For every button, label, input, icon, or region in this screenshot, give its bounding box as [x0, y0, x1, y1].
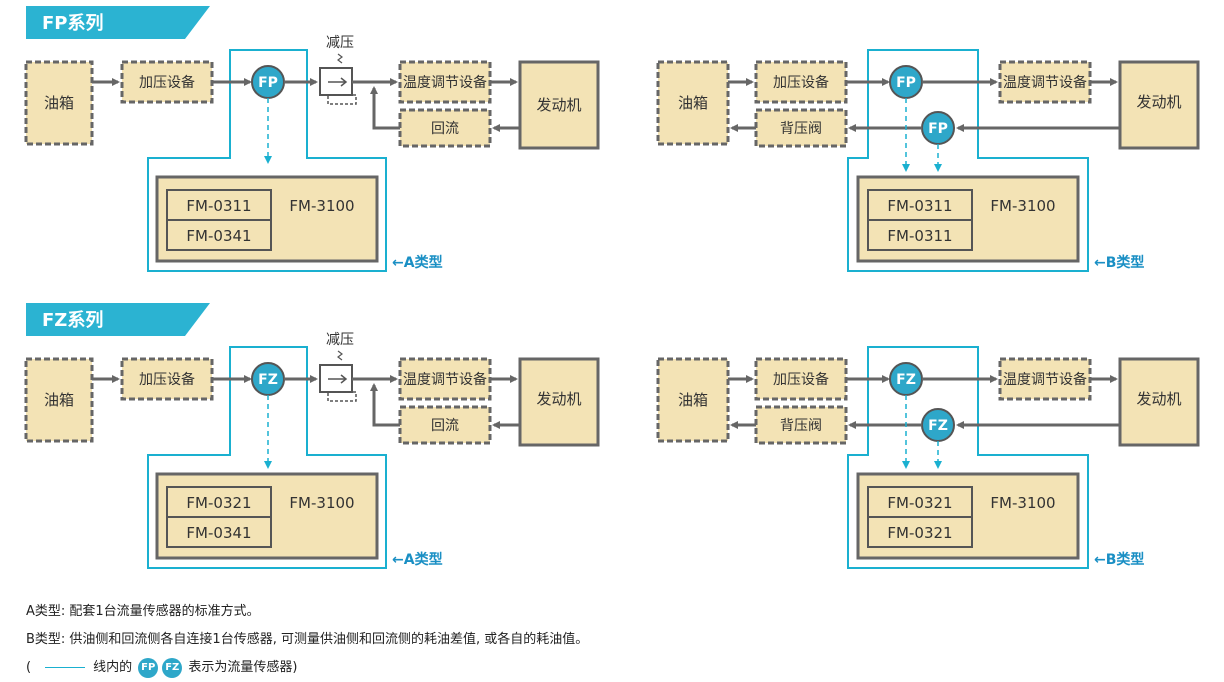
- engine-label: 发动机: [536, 96, 581, 114]
- oil-tank-box: [656, 60, 730, 146]
- temp-unit-label: 温度调节设备: [403, 74, 487, 91]
- sensor-label: FP: [896, 75, 916, 91]
- banner-fz: FZ系列: [26, 303, 210, 336]
- oil-tank-box: [656, 357, 730, 443]
- oil-tank-label: 油箱: [44, 391, 74, 409]
- engine-box: [1118, 357, 1200, 447]
- fp-type-a: 油箱 加压设备 FP 减压 温度调节设备 发动机 回流: [24, 35, 600, 272]
- sensor-frame: [147, 346, 387, 569]
- sensor-label: FZ: [896, 372, 916, 388]
- banner-title: FZ系列: [42, 310, 103, 331]
- return-label: 回流: [431, 121, 459, 137]
- model-label: FM-0321: [887, 524, 952, 542]
- model-label: FM-0311: [887, 227, 952, 245]
- display-model-label: FM-3100: [289, 494, 354, 512]
- oil-tank-box: [24, 357, 94, 443]
- legend-text-pre: 线内的: [93, 660, 133, 675]
- model-label: FM-0311: [186, 197, 251, 215]
- sensor-frame: [147, 49, 387, 272]
- pressurizer-label: 加压设备: [139, 371, 195, 388]
- type-b-label: ←B类型: [1094, 254, 1144, 271]
- oil-tank-label: 油箱: [44, 94, 74, 112]
- display-model-label: FM-3100: [289, 197, 354, 215]
- type-b-label: ←B类型: [1094, 551, 1144, 568]
- model-label: FM-0321: [887, 494, 952, 512]
- model-label: FM-0311: [887, 197, 952, 215]
- sensor-label: FP: [258, 75, 278, 91]
- model-cell: [166, 219, 272, 251]
- note-type-a: A类型: 配套1台流量传感器的标准方式。: [26, 604, 260, 619]
- pressurizer-box: [754, 60, 848, 104]
- section-fz: FZ系列 油箱 加压设备 FZ 减压 温度调节设备 发动机: [24, 303, 1200, 569]
- banner-title: FP系列: [42, 13, 104, 34]
- type-a-label: ←A类型: [392, 254, 443, 271]
- sensor-label: FZ: [928, 418, 948, 434]
- temp-unit-label: 温度调节设备: [403, 371, 487, 388]
- legend-open: (: [26, 660, 32, 675]
- fz-type-a: 油箱 加压设备 FZ 减压 温度调节设备 发动机 回流: [24, 332, 600, 569]
- model-cell: [867, 516, 973, 548]
- temp-unit-box: [998, 60, 1092, 104]
- engine-label: 发动机: [1136, 93, 1181, 111]
- model-label: FM-0341: [186, 524, 251, 542]
- type-a-label: ←A类型: [392, 551, 443, 568]
- sensor-label: FP: [928, 121, 948, 137]
- engine-box: [518, 60, 600, 150]
- display-model-label: FM-3100: [990, 494, 1055, 512]
- sensor-frame: [847, 346, 1089, 569]
- temp-unit-box: [398, 357, 492, 401]
- back-valve-box: [754, 108, 848, 148]
- pressurizer-label: 加压设备: [139, 74, 195, 91]
- fz-type-b: 油箱 加压设备 FZ 温度调节设备 发动机 FZ 背压阀 FM-0321: [656, 346, 1200, 569]
- back-valve-label: 背压阀: [780, 418, 822, 434]
- sensor-frame: [847, 49, 1089, 272]
- reducer-label: 减压: [326, 35, 354, 51]
- temp-unit-label: 温度调节设备: [1003, 74, 1087, 91]
- banner-fp: FP系列: [26, 6, 210, 39]
- temp-unit-box: [398, 60, 492, 104]
- temp-unit-label: 温度调节设备: [1003, 371, 1087, 388]
- reducer-label: 减压: [326, 332, 354, 348]
- return-box: [398, 108, 492, 148]
- notes: A类型: 配套1台流量传感器的标准方式。 B类型: 供油侧和回流侧各自连接1台传…: [26, 598, 588, 682]
- legend-text-post: 表示为流量传感器): [188, 660, 298, 675]
- engine-label: 发动机: [536, 390, 581, 408]
- return-box: [398, 405, 492, 445]
- sensor-label: FZ: [258, 372, 278, 388]
- engine-box: [1118, 60, 1200, 150]
- legend-line: [45, 667, 86, 668]
- model-label: FM-0321: [186, 494, 251, 512]
- display-model-label: FM-3100: [990, 197, 1055, 215]
- spring-icon: [337, 350, 343, 361]
- legend-fp-icon: FP: [138, 657, 159, 678]
- pressurizer-label: 加压设备: [773, 371, 829, 388]
- spring-icon: [337, 53, 343, 64]
- model-cell: [166, 516, 272, 548]
- pressurizer-label: 加压设备: [773, 74, 829, 91]
- oil-tank-label: 油箱: [678, 94, 708, 112]
- section-fp: FP系列 油箱 加压设备 FP 减压 温度调节设备 发动机: [24, 6, 1200, 272]
- model-label: FM-0341: [186, 227, 251, 245]
- oil-tank-label: 油箱: [678, 391, 708, 409]
- return-label: 回流: [431, 418, 459, 434]
- back-valve-label: 背压阀: [780, 121, 822, 137]
- temp-unit-box: [998, 357, 1092, 401]
- engine-label: 发动机: [1136, 390, 1181, 408]
- model-cell: [867, 219, 973, 251]
- fp-type-b: 油箱 加压设备 FP 温度调节设备 发动机 FP 背压阀 FM-0311: [656, 49, 1200, 272]
- arrow: [370, 383, 400, 427]
- engine-box: [518, 357, 600, 447]
- oil-tank-box: [24, 60, 94, 146]
- arrow: [370, 86, 400, 130]
- legend-fz-icon: FZ: [162, 657, 183, 678]
- note-type-b: B类型: 供油侧和回流侧各自连接1台传感器, 可测量供油侧和回流侧的耗油差值, …: [26, 632, 589, 647]
